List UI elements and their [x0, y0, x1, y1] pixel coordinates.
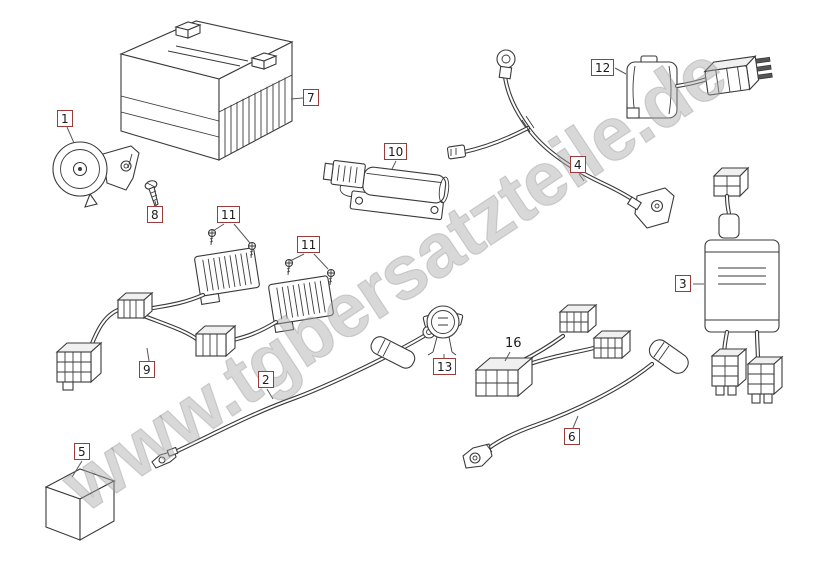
part-2-cable-drawing [151, 325, 436, 469]
screw-drawing [144, 180, 159, 207]
rectifier-right-drawing [268, 275, 334, 333]
part-label-2-cable[interactable]: 2 [258, 371, 274, 388]
fuse-drawing [422, 305, 464, 356]
part-label-8-screw[interactable]: 8 [147, 206, 163, 223]
box-drawing [44, 468, 116, 541]
part-label-1-horn[interactable]: 1 [57, 110, 73, 127]
rectifier-left-drawing [194, 247, 260, 305]
part-label-9-harness[interactable]: 9 [139, 361, 155, 378]
part-label-10-cdi[interactable]: 10 [384, 143, 408, 160]
part-4-cable-drawing [446, 49, 675, 229]
horn-drawing [52, 141, 140, 208]
part-label-5-box[interactable]: 5 [74, 443, 90, 460]
part-label-16-connector[interactable]: 16 [505, 336, 522, 351]
mounting-screws-left [207, 228, 257, 259]
leader-lines [66, 67, 704, 478]
starter-relay-drawing [704, 166, 784, 404]
part-16-connector-drawing [474, 303, 632, 398]
mounting-screws-right [284, 258, 336, 286]
part-label-3-relay[interactable]: 3 [675, 275, 691, 292]
part-label-4-cable[interactable]: 4 [570, 156, 586, 173]
part-label-13-fuse[interactable]: 13 [433, 358, 457, 375]
part-label-11-left[interactable]: 11 [217, 206, 241, 223]
flasher-relay-drawing [626, 55, 773, 119]
wiring-harness-drawing [55, 291, 279, 391]
part-label-6-cable[interactable]: 6 [564, 428, 580, 445]
part-label-7-battery[interactable]: 7 [303, 89, 319, 106]
cdi-unit-drawing [322, 159, 450, 221]
part-6-cable-drawing [462, 339, 689, 469]
part-label-11-right[interactable]: 11 [297, 236, 321, 253]
part-label-12-flasher[interactable]: 12 [591, 59, 615, 76]
battery-drawing [119, 20, 294, 161]
